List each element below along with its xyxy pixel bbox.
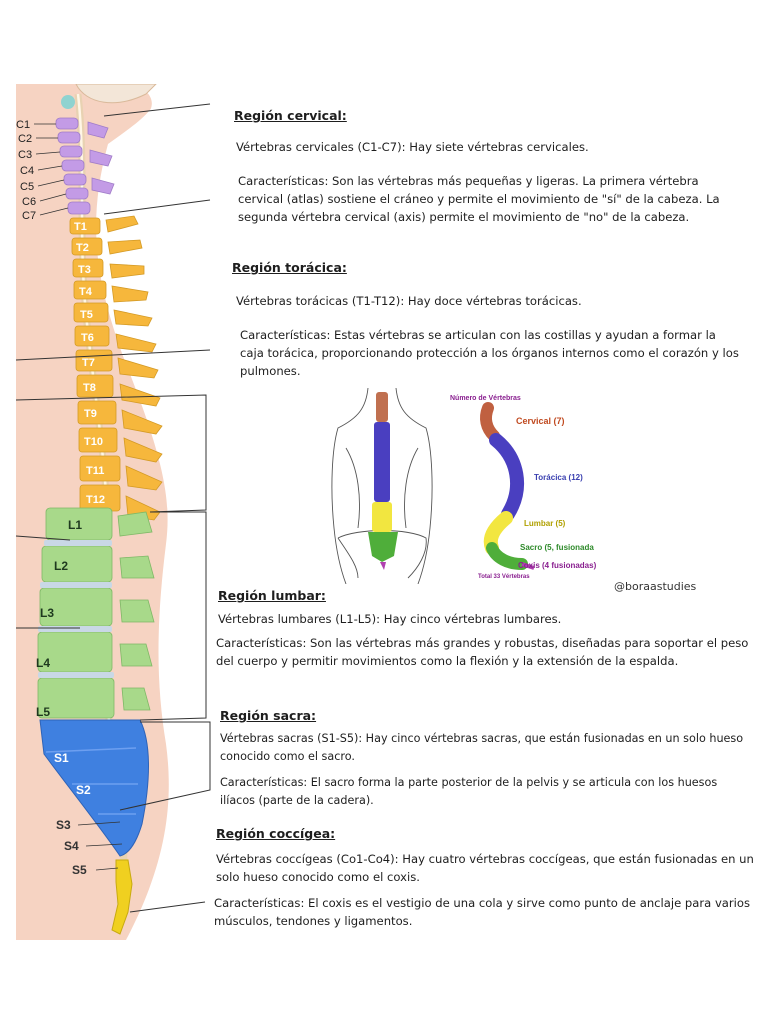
back-sacrum-segment <box>368 532 398 562</box>
sacral-vertebras-text: Vértebras sacras (S1-S5): Hay cinco vért… <box>220 732 744 763</box>
heading-lumbar: Región lumbar: <box>218 588 326 603</box>
inset-cervical-label: Cervical (7) <box>516 416 565 426</box>
intervertebral-discs <box>38 540 114 678</box>
heading-coccygeal: Región coccígea: <box>216 826 336 841</box>
heading-cervical: Región cervical: <box>234 108 347 123</box>
sacral-caracteristicas-text: Características: El sacro forma la parte… <box>220 776 718 807</box>
label-t8: T8 <box>83 382 96 394</box>
skull-base-icon <box>61 95 75 109</box>
lumbar-labels: L1 L2 L3 L4 L5 <box>36 518 82 719</box>
label-s2: S2 <box>76 783 91 797</box>
label-c3: C3 <box>18 149 32 161</box>
label-c7: C7 <box>22 210 36 222</box>
label-c2: C2 <box>18 133 32 145</box>
credit-handle: @boraastudies <box>614 580 697 593</box>
label-t3: T3 <box>78 264 91 276</box>
label-l5: L5 <box>36 705 50 719</box>
back-outline <box>331 388 433 584</box>
label-c6: C6 <box>22 196 36 208</box>
coccygeal-caracteristicas-text: Características: El coxis es el vestigio… <box>214 896 751 928</box>
back-cervical-segment <box>376 392 388 422</box>
cervical-caracteristicas-text: Características: Son las vértebras más p… <box>238 174 720 224</box>
inset-lumbar-label: Lumbar (5) <box>524 519 566 528</box>
label-s1: S1 <box>54 751 69 765</box>
label-c1: C1 <box>16 119 30 131</box>
label-l2: L2 <box>54 559 68 573</box>
cervical-vertebrae <box>55 117 115 215</box>
back-coccyx-segment <box>380 562 386 570</box>
inset-sacro-label: Sacro (5, fusionada <box>520 543 594 552</box>
label-s3: S3 <box>56 818 71 832</box>
coccyx <box>111 859 133 935</box>
label-t7: T7 <box>82 357 95 369</box>
label-t1: T1 <box>74 221 87 233</box>
label-c4: C4 <box>20 165 34 177</box>
heading-sacral: Región sacra: <box>220 708 317 723</box>
label-t5: T5 <box>80 309 93 321</box>
label-s4: S4 <box>64 839 79 853</box>
lumbar-vertebras-text: Vértebras lumbares (L1-L5): Hay cinco vé… <box>218 612 562 626</box>
coccygeal-vertebras-text: Vértebras coccígeas (Co1-Co4): Hay cuatr… <box>216 852 754 884</box>
cervical-ticks <box>34 123 69 216</box>
cervical-labels: C1 C2 C3 C4 C5 C6 C7 <box>16 119 36 222</box>
label-t12: T12 <box>86 494 105 506</box>
thoracic-caracteristicas-text: Características: Estas vértebras se arti… <box>240 328 739 378</box>
inset-total-label: Total 33 Vértebras <box>478 574 530 580</box>
spine-diagram: C1 C2 C3 C4 C5 C6 C7 T1 T2 T3 T4 T5 T6 T… <box>16 84 184 940</box>
inset-coxis-label: Coxis (4 fusionadas) <box>518 561 597 570</box>
lumbar-caracteristicas-text: Características: Son las vértebras más g… <box>216 636 749 668</box>
label-t11: T11 <box>86 465 104 477</box>
inset-spine-figure: Número de Vértebras Cervical (7) Torácic… <box>331 388 597 584</box>
sacral-labels: S1 S2 S3 S4 S5 <box>54 751 91 877</box>
sacral-ticks <box>77 821 123 871</box>
inset-header: Número de Vértebras <box>450 395 521 402</box>
label-t10: T10 <box>84 436 103 448</box>
cervical-vertebras-text: Vértebras cervicales (C1-C7): Hay siete … <box>236 140 589 154</box>
back-thoracic-segment <box>374 422 390 502</box>
label-t2: T2 <box>76 242 89 254</box>
side-spine <box>480 402 535 570</box>
label-s5: S5 <box>72 863 87 877</box>
lumbar-vertebrae <box>37 507 155 719</box>
brain-shape <box>75 84 157 104</box>
thoracic-vertebras-text: Vértebras torácicas (T1-T12): Hay doce v… <box>236 294 582 308</box>
inset-toracica-label: Torácica (12) <box>534 473 583 482</box>
label-t4: T4 <box>79 286 93 298</box>
label-c5: C5 <box>20 181 34 193</box>
label-t6: T6 <box>81 332 94 344</box>
label-t9: T9 <box>84 408 97 420</box>
heading-thoracic: Región torácica: <box>232 260 347 275</box>
back-lumbar-segment <box>372 502 392 532</box>
label-l4: L4 <box>36 656 50 670</box>
label-l3: L3 <box>40 606 54 620</box>
label-l1: L1 <box>68 518 82 532</box>
